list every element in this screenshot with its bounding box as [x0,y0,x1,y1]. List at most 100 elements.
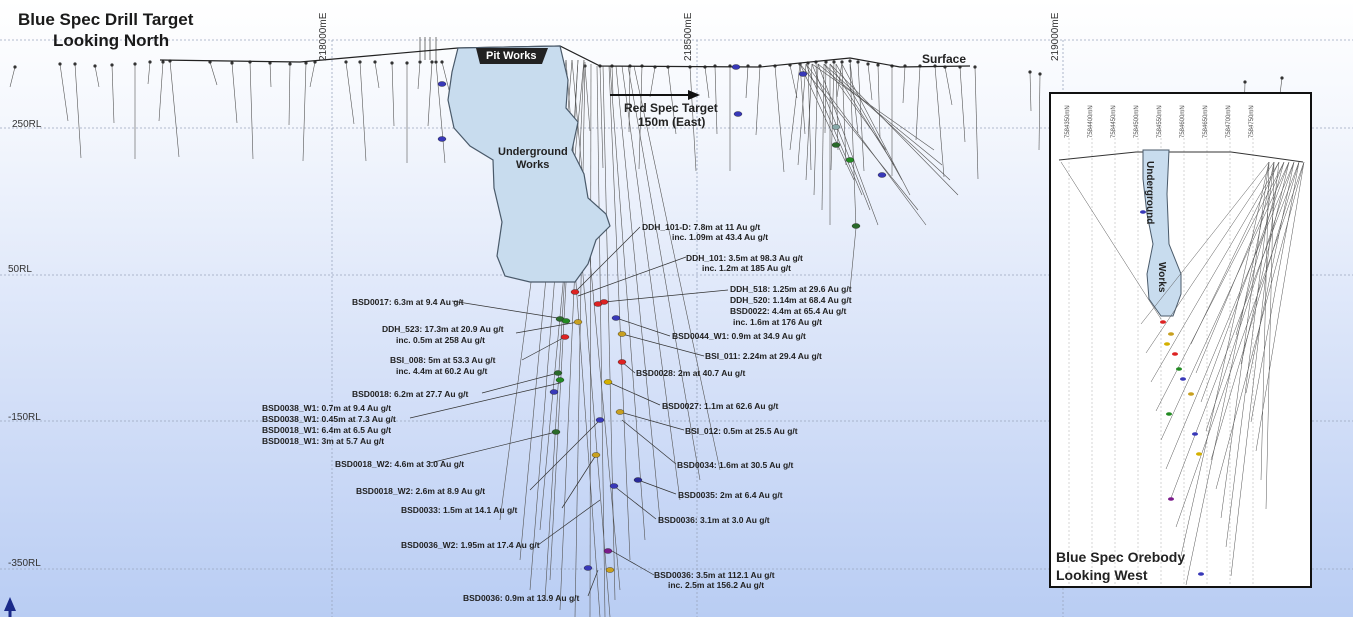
red-spec-distance: 150m (East) [638,115,706,129]
inset-drill-hole [1230,161,1280,577]
intercept-marker [731,64,741,70]
intercept-markers [437,64,887,573]
collar-marker [848,59,852,63]
intercept-label: BSD0036: 0.9m at 13.9 Au g/t [463,593,580,603]
drill-hole-trace [799,63,855,181]
easting-label: 218000mE [318,12,329,61]
leader-line [574,226,641,293]
drill-hole-trace [633,65,721,471]
inset-intercept-marker [1192,432,1198,436]
collar-marker [1280,76,1284,80]
inset-intercept-marker [1188,392,1194,396]
drill-hole-trace [835,63,903,181]
level-label: -150RL [8,412,41,423]
leader-line [637,479,677,495]
intercept-marker [560,334,570,340]
drill-hole-trace [915,65,921,141]
drill-hole-trace [435,61,446,164]
drill-hole-trace [821,63,825,211]
intercept-marker [851,223,861,229]
collar-marker [373,60,377,64]
collar-marker [1243,80,1247,84]
inset-northing-label: 7584400mN [1088,105,1094,138]
inset-intercept-marker [1164,342,1170,346]
inset-drill-hole [1175,161,1305,528]
intercept-label: inc. 1.6m at 176 Au g/t [733,317,822,327]
drill-hole-trace [417,61,421,90]
drill-hole-trace [774,65,785,173]
drill-hole-trace [811,63,871,211]
drill-hole-trace [704,66,710,99]
drill-hole-trace [599,65,604,169]
inset-title: Blue Spec Orebody [1056,549,1186,565]
level-label: 50RL [8,264,32,275]
collar-marker [358,60,362,64]
leader-line [603,289,729,303]
drill-hole-trace [608,65,631,561]
intercept-label: BSD0022: 4.4m at 65.4 Au g/t [730,306,847,316]
intercept-label: BSD0018_W2: 4.6m at 3.0 Au g/t [335,459,465,469]
intercept-label: BSI_008: 5m at 53.3 Au g/t [390,355,496,365]
intercept-marker [437,81,447,87]
collar-marker [405,61,409,65]
collar-marker [110,63,114,67]
inset-drill-hole [1250,161,1300,423]
page-subtitle: Looking North [53,31,170,50]
drill-hole-trace [789,64,798,99]
intercept-marker [617,359,627,365]
drill-hole-trace [345,61,355,125]
level-label: 250RL [12,119,42,130]
pit-works-box [476,48,548,64]
intercept-marker [595,417,605,423]
inset-drill-hole [1255,161,1305,452]
collar-marker [866,62,870,66]
collar-marker [344,60,348,64]
inset-drill-hole [1210,161,1300,461]
intercept-leaders [409,226,729,597]
intercept-label: DDH_523: 17.3m at 20.9 Au g/t [382,324,504,334]
collar-marker [856,60,860,64]
collar-marker [73,62,77,66]
inset-drill-hole [1170,161,1300,499]
leader-line [621,419,677,465]
intercept-label: BSD0036_W2: 1.95m at 17.4 Au g/t [401,540,540,550]
intercept-marker [591,452,601,458]
drill-hole-trace [9,66,16,88]
inset-northing-label: 7584700mN [1226,105,1232,138]
drill-hole-trace [849,60,859,134]
inset-drill-hole [1200,161,1290,403]
drill-hole-trace [249,61,254,160]
drill-hole-trace [857,61,865,172]
leader-line [587,569,599,597]
intercept-label: DDH_101: 3.5m at 98.3 Au g/t [686,253,803,263]
intercept-label: inc. 2.5m at 156.2 Au g/t [668,580,765,590]
intercept-label: DDH_518: 1.25m at 29.6 Au g/t [730,284,852,294]
drill-hole-trace [789,63,801,151]
inset-northing-label: 7584750mN [1249,105,1255,138]
inset-drill-hole [1240,161,1290,365]
inset-drill-hole [1150,161,1280,383]
intercept-marker [733,111,743,117]
drill-hole-trace [59,63,69,122]
leader-line [451,300,565,320]
intercept-label: BSD0027: 1.1m at 62.6 Au g/t [662,401,779,411]
intercept-label: BSD0036: 3.1m at 3.0 Au g/t [658,515,770,525]
inset-drill-hole [1145,161,1275,354]
drill-hole-trace [817,63,943,166]
intercept-marker [555,377,565,383]
pit-works-label: Pit Works [486,50,537,62]
drill-hole-trace [1029,71,1032,112]
intercept-label: inc. 0.5m at 258 Au g/t [396,335,485,345]
drill-hole-trace [667,66,677,135]
drill-hole-trace [959,66,966,143]
intercept-marker [570,289,580,295]
collar-marker [418,60,422,64]
intercept-label: BSD0038_W1: 0.7m at 9.4 Au g/t [262,403,392,413]
drill-hole-trace [391,62,395,127]
collar-marker [58,62,62,66]
inset-works-label: Works [1156,262,1167,293]
inset-northing-label: 7584500mN [1134,105,1140,138]
intercept-label: DDH_101-D: 7.8m at 11 Au g/t [642,222,761,232]
intercept-marker [603,379,613,385]
